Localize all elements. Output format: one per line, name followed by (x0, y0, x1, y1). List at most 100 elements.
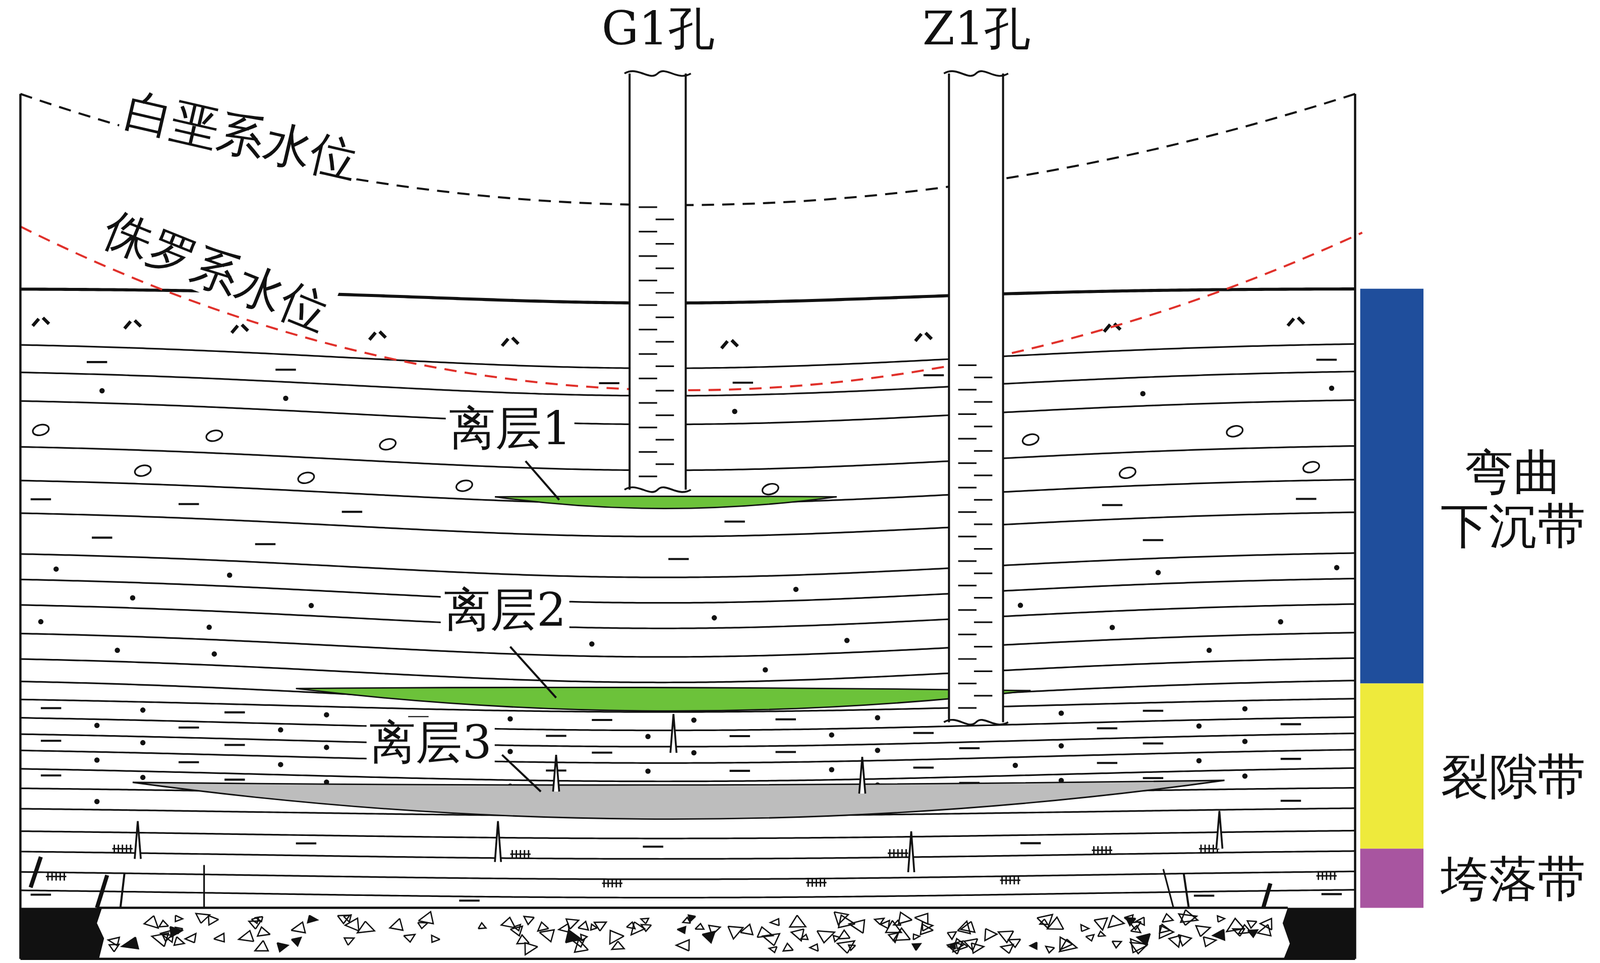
mudstone-symbol (732, 381, 753, 384)
rubble-block (525, 943, 538, 956)
water-column (655, 243, 674, 245)
conglomerate-symbol (378, 437, 397, 452)
mudstone-symbol (1097, 727, 1118, 730)
water-column (974, 695, 993, 697)
coal-symbol (806, 879, 827, 888)
separation-label: 离层2 (440, 584, 570, 636)
sandstone-symbol (1334, 565, 1340, 571)
rubble-block (357, 921, 375, 934)
rubble-block (1260, 919, 1272, 931)
water-column (638, 304, 657, 306)
rubble-block (208, 916, 219, 926)
rubble-block (1168, 935, 1181, 948)
coal-symbol (1000, 876, 1021, 885)
mudstone-symbol (178, 726, 199, 729)
water-column (974, 572, 993, 575)
sandstone-symbol (874, 748, 881, 754)
mudstone-symbol (1295, 497, 1317, 500)
water-column (638, 475, 657, 478)
rubble-block (947, 932, 957, 940)
rubble-block (833, 936, 840, 943)
water-column (974, 450, 993, 452)
sandstone-symbol (94, 757, 100, 764)
soil-symbol (915, 332, 932, 341)
sandstone-symbol (1017, 602, 1024, 609)
fracture (552, 755, 559, 792)
mudstone-symbol (224, 778, 245, 781)
sandstone-symbol (1139, 391, 1146, 397)
rubble-block (922, 922, 933, 932)
sandstone-symbol (1012, 763, 1019, 769)
mudstone-symbol (591, 752, 612, 755)
mudstone-symbol (642, 845, 663, 848)
soil-symbol (231, 324, 248, 333)
water-column (638, 353, 657, 356)
water-column (958, 388, 977, 391)
rubble-block (1136, 934, 1151, 946)
rubble-block (517, 935, 530, 944)
rubble-block (960, 922, 976, 933)
rubble-block (1247, 921, 1257, 929)
mudstone-symbol (729, 735, 750, 738)
stratum-boundary (20, 851, 1355, 860)
stratum-boundary (20, 553, 1355, 578)
leader-line (525, 461, 560, 501)
fracture (120, 873, 125, 909)
zone-bar (1360, 848, 1424, 908)
water-column (974, 670, 993, 673)
stratum-boundary (20, 579, 1355, 604)
boreholes (624, 71, 1009, 725)
rubble-block (1124, 915, 1133, 924)
rubble-block (1030, 942, 1038, 950)
water-column (638, 402, 657, 405)
rubble-block (789, 915, 807, 928)
water-column (638, 231, 657, 233)
rubble-block (418, 911, 434, 925)
rubble-block (837, 941, 855, 954)
zone-bar (1360, 683, 1424, 850)
fracture (203, 865, 205, 909)
mudstone-symbol (224, 711, 245, 714)
stratum-boundary (20, 890, 1355, 899)
rubble-block (254, 940, 268, 951)
stratum-boundary (20, 717, 1355, 731)
rubble-block (1085, 935, 1094, 942)
rubble-block (762, 934, 780, 947)
rubble-block (513, 925, 521, 932)
water-level-label: 侏罗系水位 (93, 201, 339, 341)
conglomerate-symbol (1021, 432, 1041, 447)
water-column (974, 401, 993, 404)
water-column (655, 414, 674, 417)
goaf-rubble (20, 908, 1355, 960)
fractures (30, 714, 1271, 908)
water-column (638, 279, 657, 282)
borehole-break (624, 487, 691, 493)
water-level-label: 白垩系水位 (117, 82, 367, 189)
rubble-block (431, 935, 440, 943)
rubble-block (913, 934, 921, 941)
sandstone-symbol (206, 624, 212, 631)
borehole-label: Z1孔 (919, 3, 1034, 54)
sandstone-symbol (1155, 569, 1162, 576)
stratum-boundary (20, 371, 1355, 396)
water-column (974, 425, 993, 428)
separation-lens (296, 687, 1032, 712)
sandstone-symbol (277, 762, 284, 768)
sandstone-symbol (1109, 624, 1116, 631)
sandstone-symbol (828, 732, 835, 738)
water-column (958, 511, 977, 513)
sandstone-symbol (94, 722, 100, 729)
rubble-block (185, 934, 196, 944)
fracture (1263, 883, 1271, 909)
water-column (958, 634, 977, 636)
mudstone-symbol (913, 767, 934, 770)
stratum-boundary (20, 512, 1355, 537)
rubble-block (524, 917, 535, 926)
mudstone-symbol (459, 899, 480, 902)
mudstone-symbol (1097, 762, 1118, 765)
mudstone-symbol (1143, 743, 1164, 746)
water-column (958, 707, 977, 709)
rubble-block (898, 912, 912, 925)
rubble-block (107, 937, 120, 947)
water-column (638, 377, 657, 380)
